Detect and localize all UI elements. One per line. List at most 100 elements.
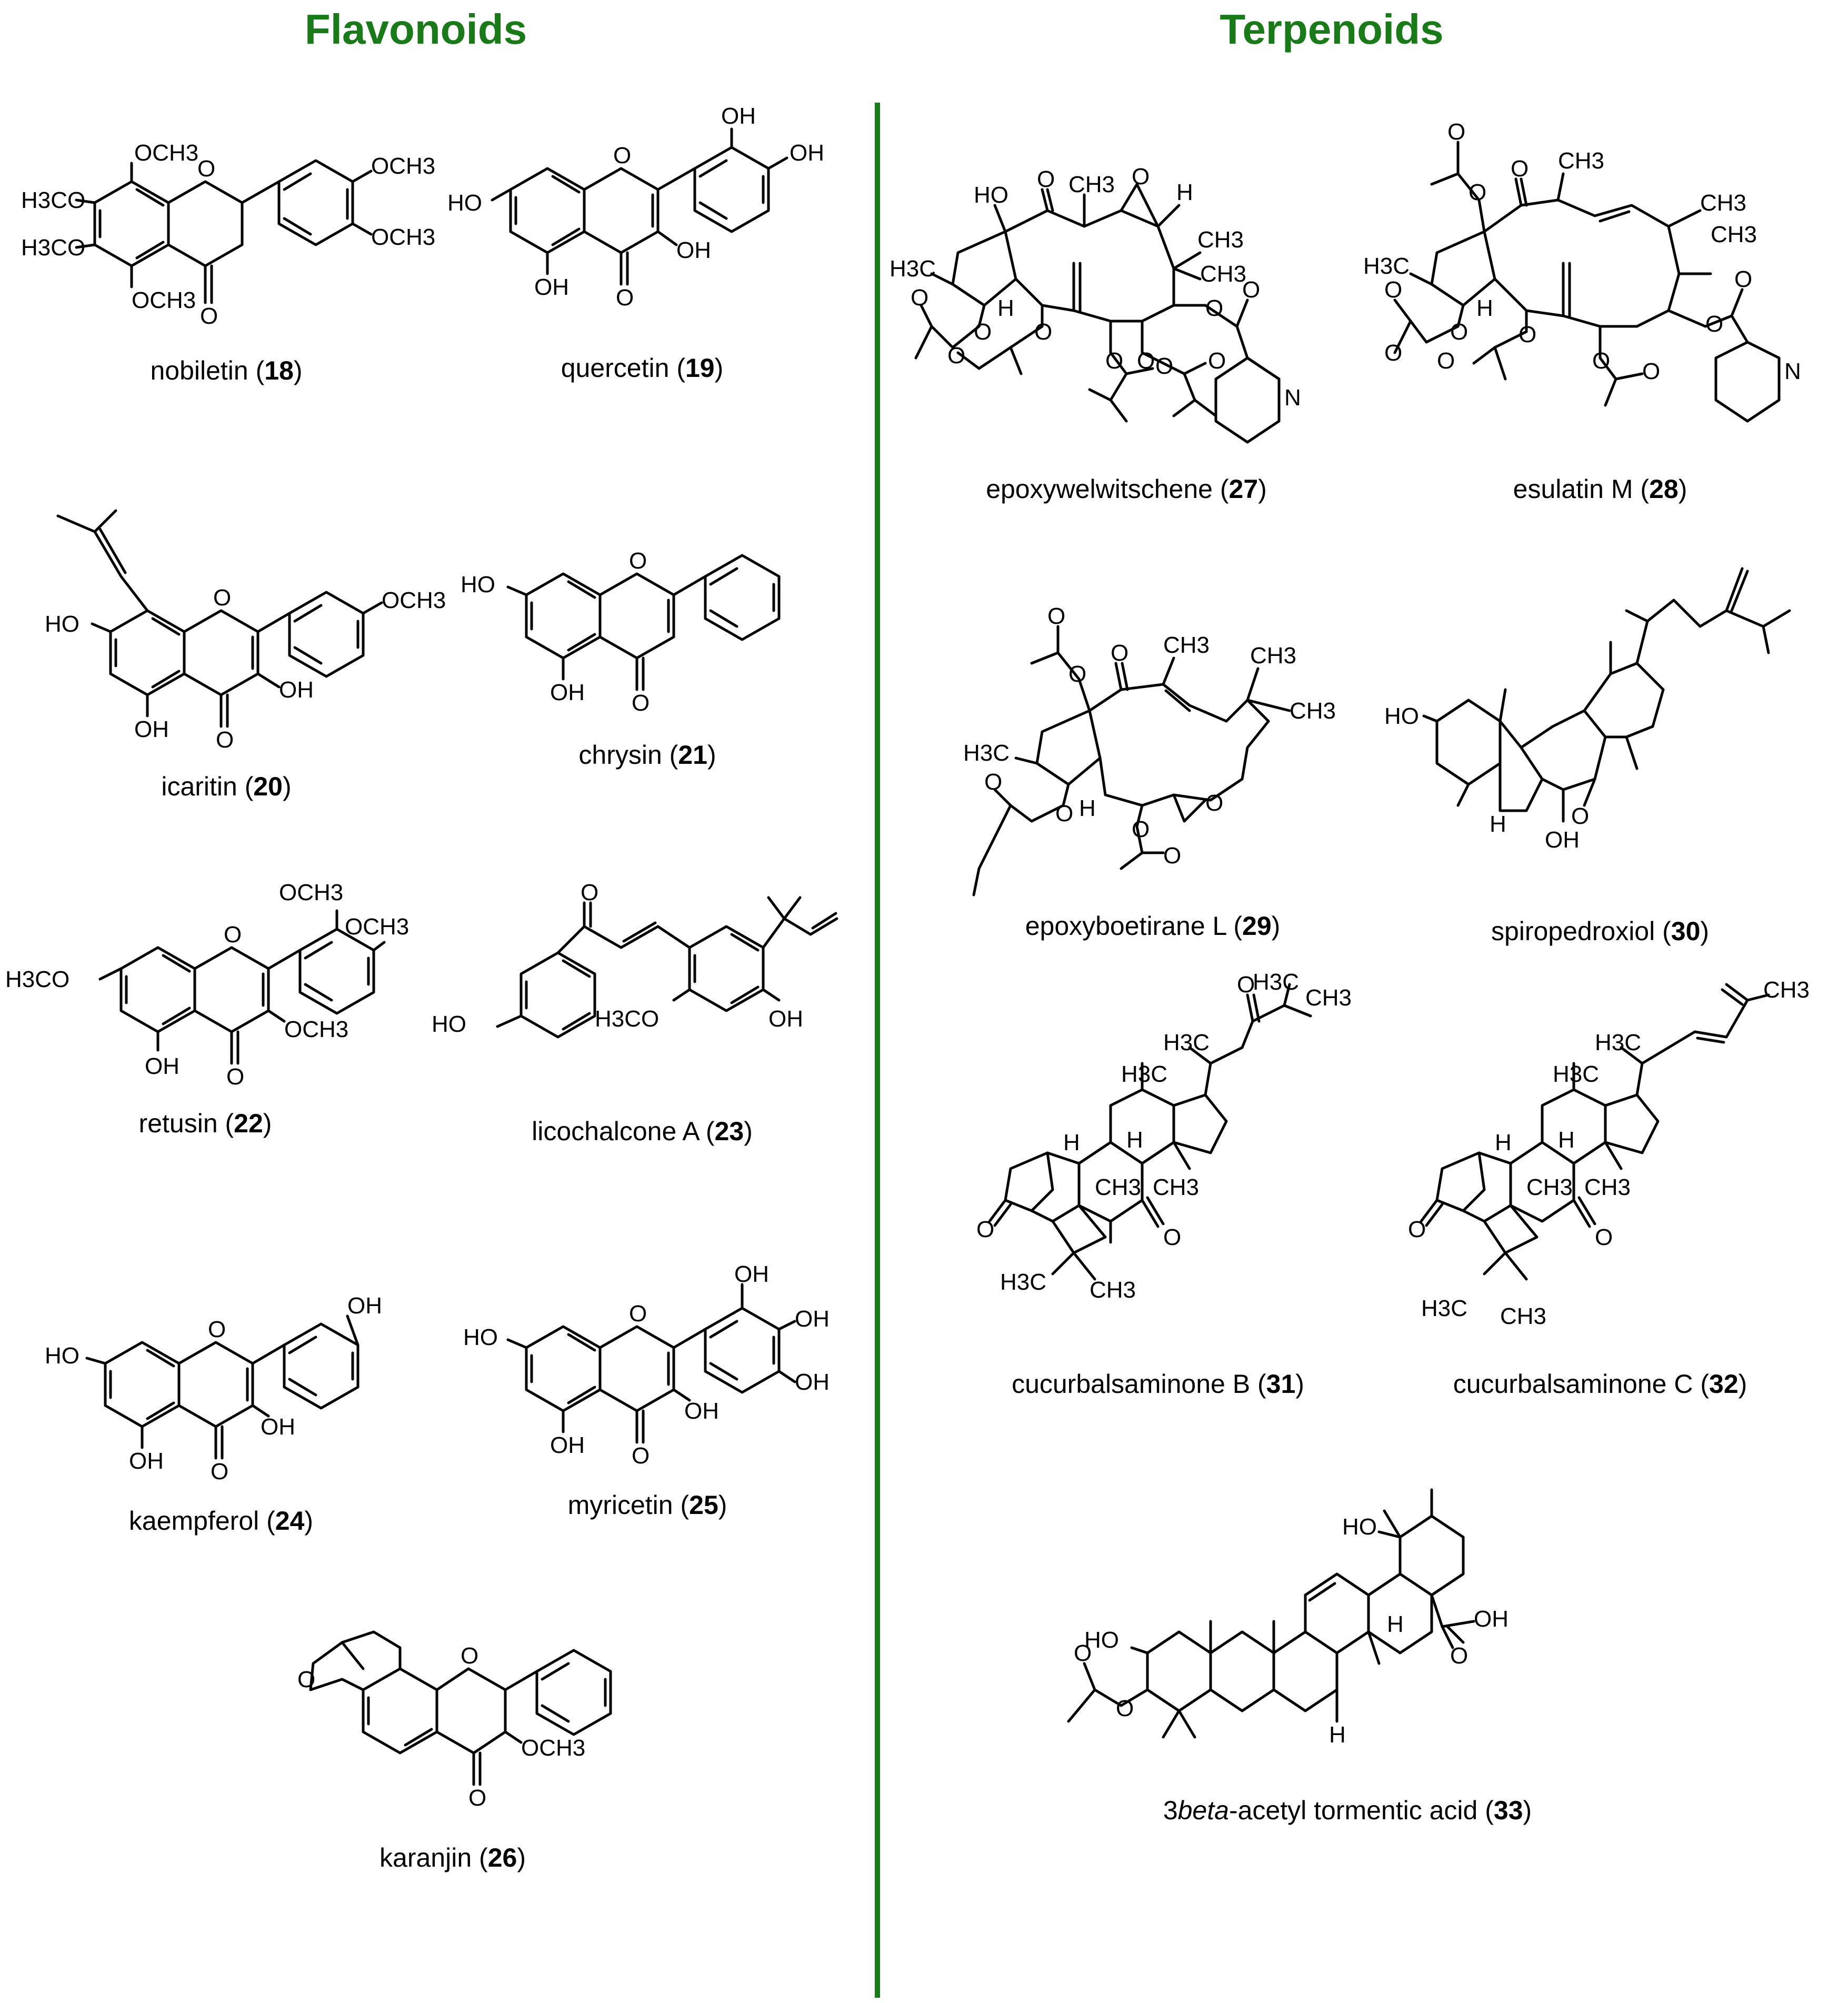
label-h3c-side: H3C <box>1595 1030 1641 1055</box>
label-oh-5: OH <box>550 1432 585 1458</box>
label-ch3-1: CH3 <box>1095 1174 1141 1200</box>
label-oh-3: OH <box>676 237 711 263</box>
caption-icaritin: icaritin (20) <box>161 772 292 801</box>
label-ho: HO <box>432 1011 466 1037</box>
compound-quercetin: OH OH HO O OH OH O quercetin (19) <box>442 95 842 411</box>
caption-spiropedroxiol: spiropedroxiol (30) <box>1491 916 1710 946</box>
label-och3-3prime: OCH3 <box>279 880 343 905</box>
label-och3-3: OCH3 <box>284 1017 348 1042</box>
label-ketone-o: O <box>1037 166 1055 192</box>
label-oh-5: OH <box>145 1053 179 1079</box>
structure-chrysin: HO O OH O <box>461 548 781 716</box>
structure-nobiletin: OCH3 OCH3 H3CO OCH3 H3CO OCH3 O O <box>21 140 435 329</box>
compound-epoxyboetirane-l: O CH3 CH3 O O CH3 H3C H O O O O O epoxyb… <box>942 600 1363 958</box>
label-ch3-2: CH3 <box>1153 1174 1199 1200</box>
compound-myricetin: OH OH OH HO O OH OH O myricetin (25) <box>453 1227 842 1537</box>
label-acid-o: O <box>1450 1643 1468 1669</box>
label-o-1: O <box>1447 119 1465 145</box>
label-oh-3: OH <box>684 1398 719 1424</box>
label-ring-o: O <box>224 922 242 948</box>
label-h3c-top: H3C <box>1253 969 1299 995</box>
label-o-4: O <box>1163 843 1181 869</box>
label-ho-7: HO <box>461 572 495 597</box>
caption-chrysin: chrysin (21) <box>578 740 716 770</box>
structure-epoxywelwitschene: CH3 HO O O H CH3 CH3 H3C H O O O O O O O… <box>890 164 1301 444</box>
label-oh-3prime: OH <box>734 1261 769 1287</box>
label-ch3-right2: CH3 <box>1711 222 1757 247</box>
label-ch3-right2: CH3 <box>1200 261 1246 287</box>
label-o-6: O <box>1242 277 1260 303</box>
label-oh-5: OH <box>550 680 585 705</box>
label-oh-3: OH <box>261 1414 295 1440</box>
label-carbonyl-o: O <box>226 1064 244 1090</box>
label-acetyl-o: O <box>1074 1640 1092 1666</box>
label-ho: HO <box>1384 703 1419 729</box>
label-h-1: H <box>1495 1130 1512 1155</box>
label-carbonyl-o: O <box>216 727 234 753</box>
label-pyridine-n: N <box>1784 358 1801 384</box>
label-h3c-ring: H3C <box>1553 1061 1599 1087</box>
label-h3co: H3CO <box>595 1006 659 1032</box>
label-carbonyl-o: O <box>632 1443 650 1469</box>
label-ch3-2: CH3 <box>1584 1174 1631 1200</box>
label-h-1: H <box>1063 1130 1080 1155</box>
label-ring-o: O <box>629 1301 647 1327</box>
caption-karanjin: karanjin (26) <box>379 1843 526 1872</box>
compound-icaritin: OCH3 HO O OH OH O icaritin (20) <box>16 500 446 816</box>
label-ch3-top: CH3 <box>1558 148 1604 174</box>
label-h-1: H <box>1329 1722 1346 1748</box>
compound-licochalcone-a: O HO H3CO OH licochalcone A (23) <box>432 880 853 1169</box>
label-carbonyl-o: O <box>581 880 598 905</box>
caption-esulatin-m: esulatin M (28) <box>1513 474 1687 504</box>
label-h3co-upper: H3CO <box>21 187 85 213</box>
label-carbonyl-o: O <box>200 303 218 329</box>
structure-cucurbalsaminone-c: CH3 H3C H3C H H CH3 CH3 O O H3C CH3 <box>1408 977 1810 1329</box>
label-och3-right2: OCH3 <box>371 224 435 250</box>
caption-myricetin: myricetin (25) <box>567 1490 727 1520</box>
compound-retusin: OCH3 OCH3 H3CO O OCH3 OH O retusin (22) <box>5 869 409 1174</box>
label-ch3-top: CH3 <box>1763 977 1810 1003</box>
label-o-3: O <box>1105 348 1123 374</box>
label-o-5: O <box>1519 322 1536 347</box>
label-h3c-left: H3C <box>963 740 1010 766</box>
section-divider <box>875 103 880 1998</box>
label-o-7: O <box>1705 311 1723 337</box>
label-ring-o: O <box>197 156 215 182</box>
label-ketone-o-2: O <box>976 1217 994 1242</box>
label-ketone-o: O <box>1571 803 1589 829</box>
label-ch3-top: CH3 <box>1068 172 1115 197</box>
label-ring-o: O <box>613 143 631 168</box>
label-ch3-top: CH3 <box>1305 985 1352 1011</box>
structure-retusin: OCH3 OCH3 H3CO O OCH3 OH O <box>5 880 409 1090</box>
label-ho-2: HO <box>1342 1514 1377 1540</box>
compound-chrysin: HO O OH O chrysin (21) <box>453 532 842 784</box>
label-o-5: O <box>1205 295 1223 321</box>
label-ho: HO <box>974 182 1008 208</box>
structure-licochalcone-a: O HO H3CO OH <box>432 880 838 1039</box>
label-o-9: O <box>1384 277 1402 303</box>
label-carbonyl-o: O <box>211 1459 228 1484</box>
structure-myricetin: OH OH OH HO O OH OH O <box>463 1261 830 1469</box>
caption-licochalcone-a: licochalcone A (23) <box>532 1117 753 1146</box>
label-o-1: O <box>1055 801 1073 826</box>
label-h3c-side: H3C <box>1163 1030 1210 1055</box>
label-ch3-right1: CH3 <box>1197 227 1244 253</box>
label-h3c-bottom: H3C <box>1000 1269 1046 1295</box>
structure-cucurbalsaminone-b: H3C CH3 O H3C H3C H H CH3 CH3 O O H3C CH… <box>976 969 1352 1303</box>
label-o-3: O <box>1469 180 1486 205</box>
label-h3c-ring: H3C <box>1121 1061 1167 1087</box>
label-o-8: O <box>947 343 965 368</box>
label-ho-7: HO <box>463 1324 498 1350</box>
label-h3co-lower: H3CO <box>21 235 85 261</box>
label-ring-o: O <box>461 1643 478 1669</box>
structure-epoxyboetirane-l: O CH3 CH3 O O CH3 H3C H O O O O O <box>963 603 1336 896</box>
label-o-11: O <box>1642 358 1660 384</box>
label-o-10: O <box>1437 348 1455 374</box>
label-oh-4prime: OH <box>790 140 824 166</box>
label-oh: OH <box>768 1006 803 1032</box>
label-h-2: H <box>1387 1611 1404 1637</box>
label-och3-top: OCH3 <box>134 140 198 166</box>
label-o-2: O <box>1511 156 1529 182</box>
label-oh-3prime: OH <box>721 103 756 129</box>
label-epoxide-o: O <box>1132 164 1150 190</box>
